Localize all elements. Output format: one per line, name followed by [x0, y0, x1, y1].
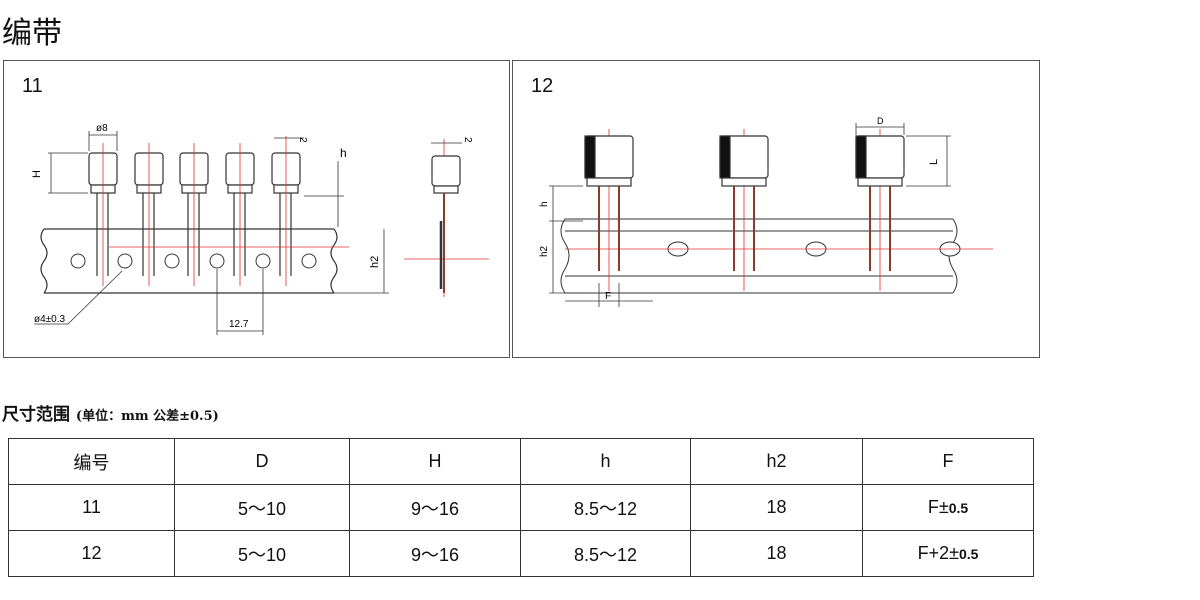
- cell-D: 5～10: [174, 484, 350, 531]
- col-header: H: [349, 438, 521, 485]
- cell-H: 9～16: [349, 530, 521, 577]
- table-row: 11 5～10 9～16 8.5～12 18 F±0.5: [8, 484, 1034, 531]
- D-label: D: [877, 116, 884, 126]
- spec-heading: 尺寸范围 (单位：mm 公差±0.5): [2, 400, 219, 425]
- side-pitch-label: 2: [462, 137, 473, 143]
- H-label: H: [31, 170, 43, 178]
- panel-number: 12: [531, 75, 554, 97]
- panel-number: 11: [22, 75, 43, 97]
- cell-F: F+2±0.5: [862, 530, 1034, 577]
- spec-unit-note: (单位：mm 公差±0.5): [75, 409, 219, 424]
- cell-D: 5～10: [174, 530, 350, 577]
- cell-h2: 18: [690, 530, 863, 577]
- panel-12-taping-diagram: 12: [512, 60, 1040, 358]
- table-header-row: 编号 D H h h2 F: [8, 438, 1034, 485]
- spec-heading-text: 尺寸范围: [2, 405, 70, 425]
- taping-11-drawing: ø8 2 H h h2 ø4±0.3 12.7 2: [31, 123, 489, 335]
- capacitor-body: [719, 135, 769, 271]
- panel-11-taping-diagram: 11: [3, 60, 510, 358]
- col-header: 编号: [8, 438, 175, 485]
- pitch-label: 12.7: [229, 319, 249, 330]
- h2-label: h2: [369, 256, 381, 268]
- L-label: L: [928, 159, 940, 165]
- col-header: h: [520, 438, 691, 485]
- cell-h2: 18: [690, 484, 863, 531]
- dimension-lines: [34, 131, 462, 335]
- cell-H: 9～16: [349, 484, 521, 531]
- lead-pitch-label: 2: [297, 137, 308, 143]
- dimension-lines: [549, 123, 951, 307]
- h2-label: h2: [539, 245, 550, 257]
- capacitor-body: [855, 135, 905, 271]
- taping-12-drawing: D L h h2 F: [539, 116, 993, 307]
- col-header: D: [174, 438, 350, 485]
- h-label: h: [539, 201, 550, 207]
- cell-F: F±0.5: [862, 484, 1034, 531]
- col-header: F: [862, 438, 1034, 485]
- cell-h: 8.5～12: [520, 484, 691, 531]
- hole-dia-label: ø4±0.3: [34, 314, 65, 325]
- side-view-capacitor: [431, 155, 461, 293]
- cell-no: 11: [8, 484, 175, 531]
- tape-strip: [560, 218, 958, 294]
- sprocket-holes: [70, 253, 317, 269]
- capacitor-body: [584, 135, 634, 271]
- page-title: 编带: [2, 16, 62, 51]
- dia-label: ø8: [96, 123, 108, 134]
- h-label: h: [340, 146, 347, 160]
- col-header: h2: [690, 438, 863, 485]
- cell-no: 12: [8, 530, 175, 577]
- capacitor-row: [584, 135, 905, 271]
- spec-table: 编号 D H h h2 F 11 5～10 9～16 8.5～12 18 F±0…: [8, 438, 1034, 577]
- F-label: F: [605, 291, 611, 302]
- table-row: 12 5～10 9～16 8.5～12 18 F+2±0.5: [8, 530, 1034, 577]
- cell-h: 8.5～12: [520, 530, 691, 577]
